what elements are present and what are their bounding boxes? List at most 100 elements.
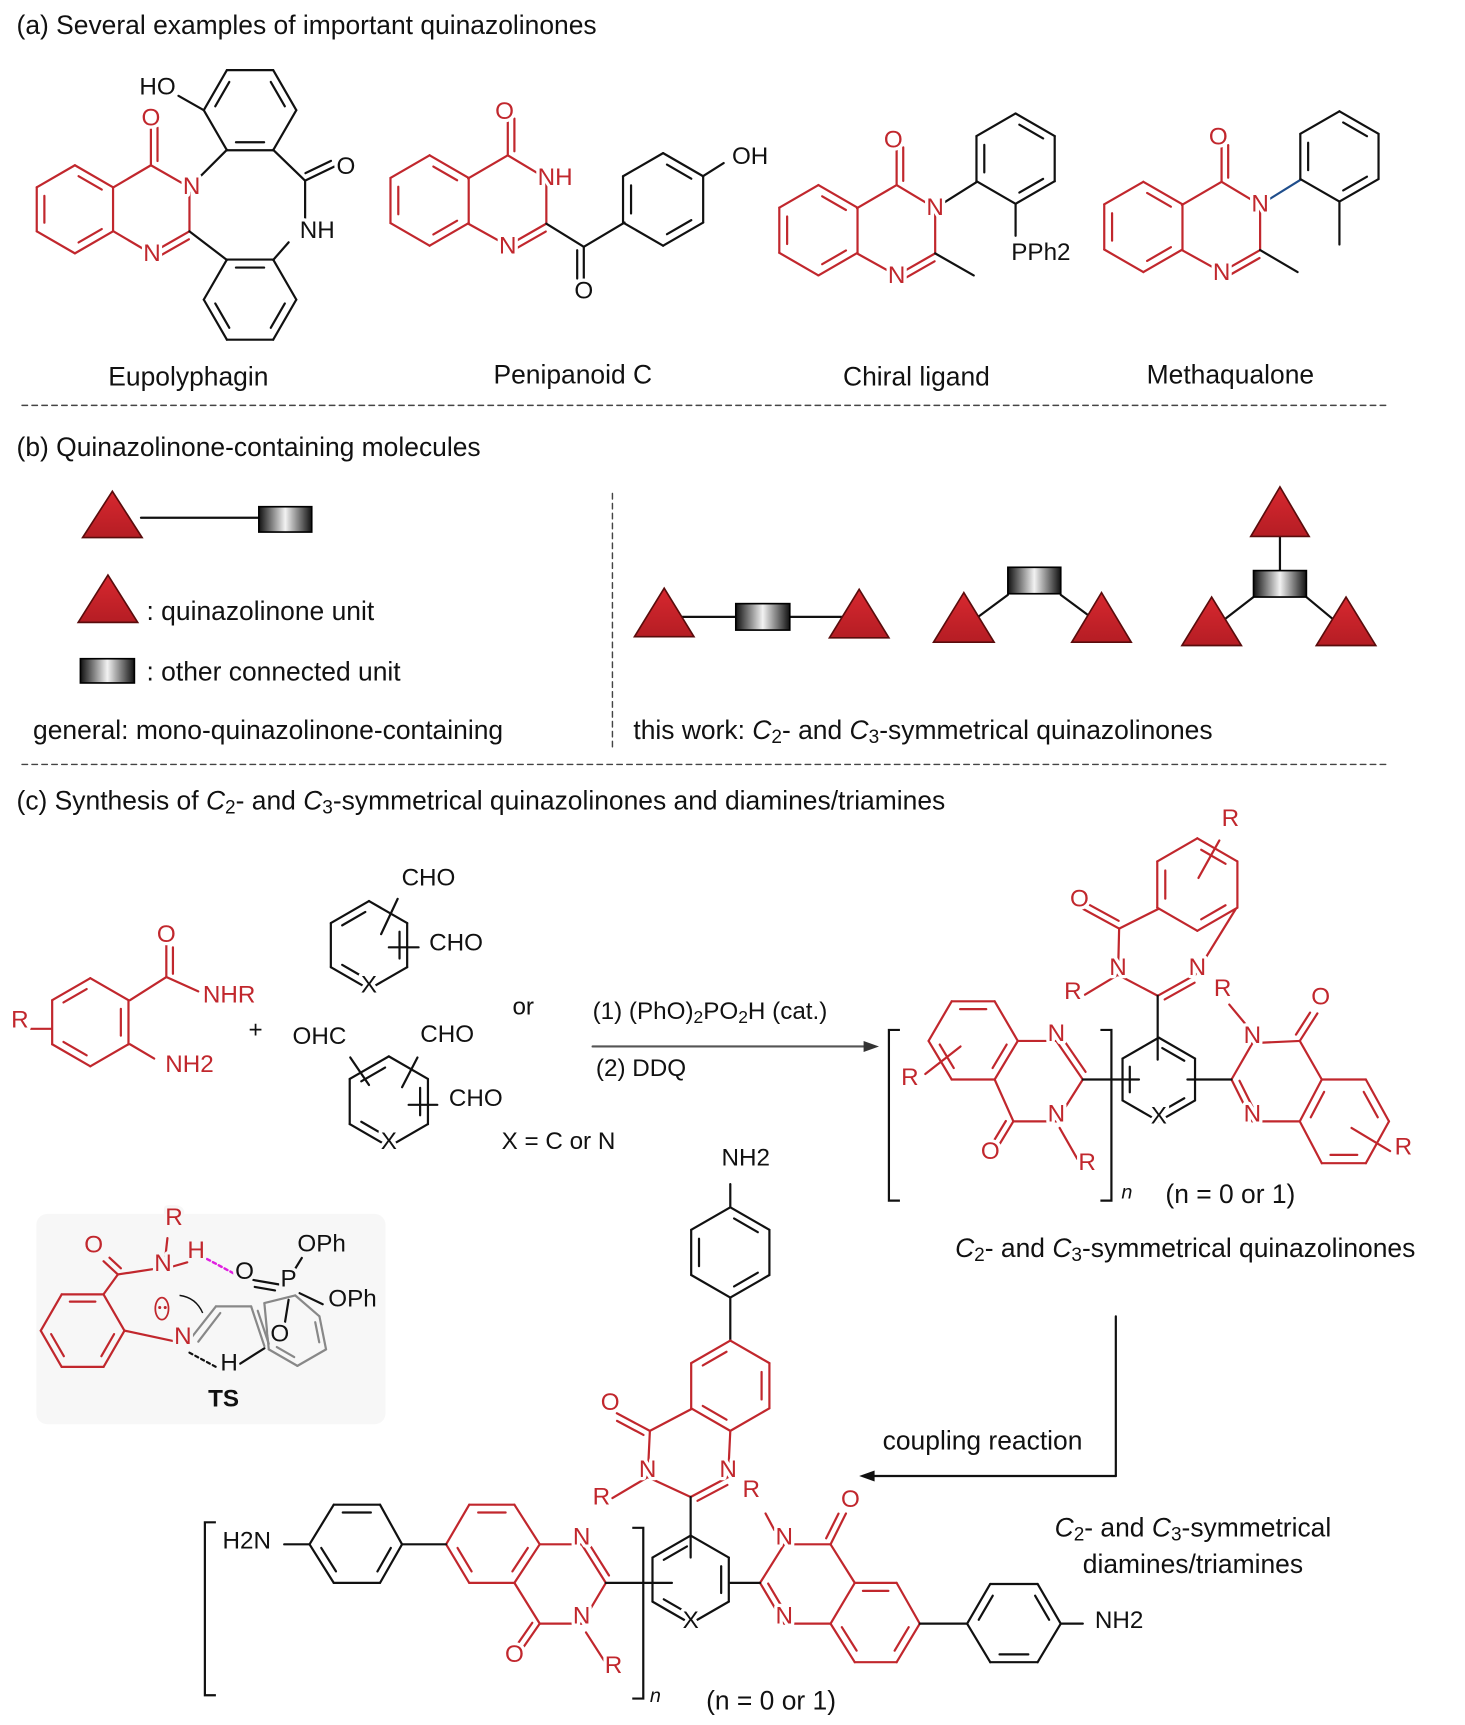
double-bond-inner	[989, 1119, 1007, 1147]
ring-bond	[651, 1600, 692, 1625]
atom-label: N	[776, 1603, 794, 1630]
ring-bond	[1142, 248, 1184, 274]
ring-bond	[389, 221, 431, 247]
atom-label: O	[1209, 123, 1228, 150]
ring-bond	[690, 1206, 732, 1231]
atom-label: N	[499, 232, 517, 259]
molecule-name-penipanoid-c: Penipanoid C	[493, 359, 652, 389]
ring-bond	[51, 1043, 92, 1068]
atom-label: P	[281, 1266, 297, 1293]
general-caption: general: mono-quinazolinone-containing	[33, 715, 503, 745]
quinazolinone-unit-triangle	[81, 489, 144, 539]
ring-double-bond	[701, 1404, 728, 1421]
atom-label: OH	[732, 143, 768, 170]
ring-bond	[102, 1293, 126, 1332]
coupling-reaction-label: coupling reaction	[883, 1426, 1083, 1456]
atom-label: R	[742, 1476, 760, 1503]
bond	[283, 1298, 290, 1329]
ring-bond	[89, 1043, 130, 1068]
double-bond	[1055, 1039, 1084, 1081]
double-bond	[1220, 248, 1262, 274]
quinazolinone-unit-triangle	[827, 587, 891, 639]
double-bond-inner	[108, 1256, 123, 1270]
ring-double-bond	[214, 80, 231, 108]
ring-double-bond	[662, 1598, 689, 1614]
ring-bond	[1121, 1036, 1160, 1060]
atom-label: N	[183, 173, 201, 200]
ring-bond	[1103, 180, 1145, 206]
ring-bond	[975, 112, 1017, 138]
ring-bond	[621, 152, 665, 178]
bond	[1118, 907, 1160, 930]
atom-label: O	[505, 1641, 524, 1668]
ts-box	[36, 1213, 386, 1425]
double-bond	[758, 1581, 786, 1625]
x-definition: X = C or N	[502, 1128, 616, 1155]
amine-caption-line-2: diamines/triamines	[1083, 1549, 1303, 1579]
atom-label: O	[601, 1389, 620, 1416]
ring-bond	[1036, 1582, 1062, 1625]
or-label: or	[512, 994, 534, 1021]
ring-double-bond	[275, 1345, 296, 1359]
n-aryl-bond-highlight	[1259, 178, 1302, 207]
ring-bond	[662, 221, 705, 247]
bond	[580, 1581, 607, 1625]
ts-ring-bond	[294, 1294, 321, 1318]
bond	[584, 1631, 607, 1665]
ring-bond	[927, 1000, 953, 1043]
ring-bond	[51, 977, 92, 1002]
bond	[400, 1056, 419, 1089]
bond	[239, 1347, 266, 1365]
atom-label: R	[1222, 805, 1240, 832]
double-bond-inner	[696, 1483, 729, 1502]
bond	[934, 252, 975, 277]
atom-label: H2N	[223, 1528, 271, 1555]
ring-bond	[329, 899, 371, 925]
ring-bond	[1298, 1078, 1323, 1123]
double-bond-inner	[1294, 1011, 1312, 1036]
legend-other-unit: : other connected unit	[147, 657, 402, 687]
atom-label: N	[1213, 259, 1231, 286]
ring-bond	[1014, 112, 1056, 138]
atom-label: N	[926, 194, 944, 221]
amine-caption-line-1: C2- and C3-symmetrical	[1055, 1513, 1332, 1546]
ring-double-bond	[1033, 1594, 1051, 1621]
ring-double-bond	[360, 1120, 387, 1137]
atom-label: X	[361, 971, 377, 998]
hydrogen-bond	[188, 1351, 220, 1370]
connected-unit-rectangle	[258, 505, 313, 533]
atom-label: O	[270, 1321, 289, 1348]
double-bond-inner	[253, 1285, 277, 1292]
bond	[1220, 180, 1262, 207]
bond	[164, 1237, 169, 1260]
double-bond-inner	[1063, 1039, 1087, 1074]
atom-label: N	[1244, 1022, 1261, 1049]
bond	[1116, 927, 1121, 976]
repeat-n-label: n	[1121, 1181, 1132, 1203]
ring-bond	[1103, 248, 1145, 274]
ring-double-bond	[432, 165, 459, 182]
atom-label: R	[901, 1064, 919, 1091]
product-caption: C2- and C3-symmetrical quinazolinones	[955, 1233, 1415, 1266]
ring-double-bond	[732, 1271, 759, 1288]
double-bond	[252, 1278, 280, 1286]
ring-bond	[1196, 837, 1239, 863]
ring-bond	[445, 1543, 471, 1584]
ring-bond	[1196, 906, 1239, 932]
ring-double-bond	[1161, 1046, 1186, 1062]
ring-bond	[729, 1339, 771, 1365]
linker-line	[1305, 595, 1334, 621]
ts-ring-bond	[263, 1302, 270, 1351]
ring-bond	[367, 966, 409, 991]
atom-label: NH2	[165, 1051, 213, 1078]
lone-pair-dot	[158, 1305, 162, 1310]
ring-double-bond	[665, 219, 693, 236]
bond	[934, 180, 979, 210]
ring-double-bond	[1342, 121, 1369, 138]
atom-label: O	[884, 127, 903, 154]
ring-bond	[272, 69, 298, 112]
atom-label: R	[1078, 1149, 1096, 1176]
bond	[506, 154, 548, 180]
bond	[188, 148, 229, 189]
bond	[380, 897, 399, 936]
